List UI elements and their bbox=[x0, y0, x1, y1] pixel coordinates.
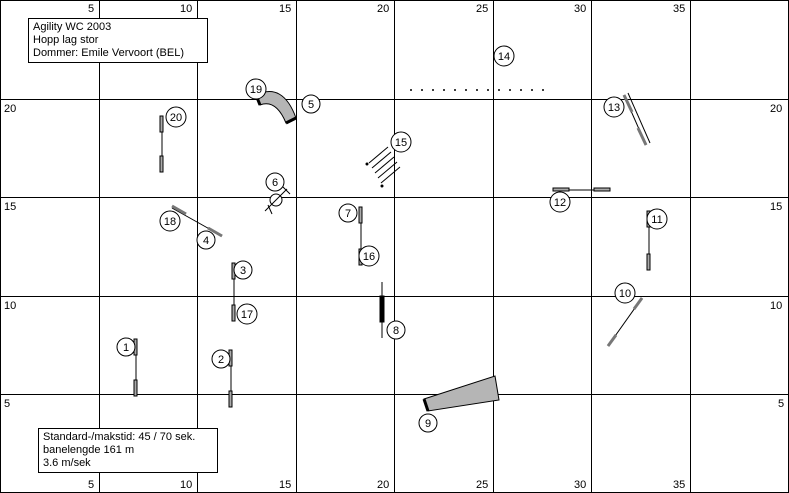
tick-top: 5 bbox=[88, 3, 94, 15]
tick-left: 10 bbox=[4, 300, 16, 312]
svg-text:5: 5 bbox=[308, 99, 314, 111]
tick-top: 25 bbox=[476, 3, 488, 15]
svg-text:20: 20 bbox=[170, 112, 182, 124]
svg-text:8: 8 bbox=[393, 325, 399, 337]
svg-text:9: 9 bbox=[425, 418, 431, 430]
course-speed: 3.6 m/sek bbox=[43, 457, 91, 469]
tick-top: 30 bbox=[574, 3, 586, 15]
marker-20: 20 bbox=[165, 106, 187, 128]
axis-right: 20 15 10 5 bbox=[770, 103, 784, 410]
svg-text:3: 3 bbox=[240, 265, 246, 277]
svg-text:12: 12 bbox=[554, 197, 566, 209]
wall-obstacle bbox=[379, 282, 385, 338]
tick-bottom: 15 bbox=[279, 479, 291, 491]
marker-15: 15 bbox=[390, 131, 412, 153]
marker-6: 6 bbox=[265, 172, 285, 192]
marker-9: 9 bbox=[418, 413, 438, 433]
marker-13: 13 bbox=[603, 96, 625, 118]
svg-text:14: 14 bbox=[498, 51, 510, 63]
svg-text:7: 7 bbox=[345, 208, 351, 220]
tick-bottom: 10 bbox=[180, 479, 192, 491]
svg-text:6: 6 bbox=[272, 177, 278, 189]
tick-left: 20 bbox=[4, 103, 16, 115]
tick-left: 5 bbox=[4, 398, 10, 410]
marker-7: 7 bbox=[338, 203, 358, 223]
dotted-line bbox=[410, 89, 544, 91]
marker-12: 12 bbox=[549, 191, 571, 213]
axis-top: 5 10 15 20 25 30 35 bbox=[88, 3, 685, 15]
svg-text:19: 19 bbox=[250, 84, 262, 96]
marker-18: 18 bbox=[159, 210, 181, 232]
tick-bottom: 35 bbox=[673, 479, 685, 491]
svg-text:4: 4 bbox=[203, 235, 209, 247]
jump-obstacle bbox=[552, 187, 611, 192]
jump-obstacle bbox=[228, 349, 233, 408]
marker-16: 16 bbox=[358, 245, 380, 267]
event-name: Agility WC 2003 bbox=[33, 21, 112, 33]
marker-5: 5 bbox=[301, 94, 321, 114]
marker-4: 4 bbox=[196, 230, 216, 250]
tick-bottom: 30 bbox=[574, 479, 586, 491]
tick-right: 5 bbox=[778, 398, 784, 410]
svg-text:17: 17 bbox=[241, 309, 253, 321]
axis-bottom: 5 10 15 20 25 30 35 bbox=[88, 479, 685, 491]
tick-right: 10 bbox=[770, 300, 782, 312]
svg-text:10: 10 bbox=[619, 288, 631, 300]
course-title-box: Agility WC 2003 Hopp lag stor Dommer: Em… bbox=[28, 18, 208, 63]
svg-text:16: 16 bbox=[363, 251, 375, 263]
svg-text:2: 2 bbox=[218, 354, 224, 366]
svg-text:15: 15 bbox=[395, 137, 407, 149]
tick-right: 15 bbox=[770, 201, 782, 213]
marker-17: 17 bbox=[236, 303, 258, 325]
jump-obstacle bbox=[159, 115, 164, 173]
marker-8: 8 bbox=[386, 320, 406, 340]
tick-bottom: 5 bbox=[88, 479, 94, 491]
long-jump-obstacle bbox=[365, 146, 401, 188]
marker-11: 11 bbox=[646, 208, 668, 230]
tick-bottom: 20 bbox=[377, 479, 389, 491]
standard-time: Standard-/makstid: 45 / 70 sek. bbox=[43, 431, 196, 443]
tick-top: 20 bbox=[377, 3, 389, 15]
class-name: Hopp lag stor bbox=[33, 34, 99, 46]
svg-text:18: 18 bbox=[164, 216, 176, 228]
tick-top: 35 bbox=[673, 3, 685, 15]
tick-bottom: 25 bbox=[476, 479, 488, 491]
svg-text:1: 1 bbox=[123, 342, 129, 354]
marker-1: 1 bbox=[116, 337, 136, 357]
tick-left: 15 bbox=[4, 201, 16, 213]
marker-2: 2 bbox=[211, 349, 231, 369]
svg-text:11: 11 bbox=[651, 214, 662, 226]
jump-obstacle bbox=[606, 297, 644, 347]
double-jump-obstacle bbox=[622, 92, 651, 146]
marker-10: 10 bbox=[614, 282, 636, 304]
svg-text:13: 13 bbox=[608, 102, 620, 114]
tunnel-obstacle bbox=[422, 375, 500, 412]
tick-top: 10 bbox=[180, 3, 192, 15]
tick-right: 20 bbox=[770, 103, 782, 115]
course-info-box: Standard-/makstid: 45 / 70 sek. baneleng… bbox=[38, 428, 218, 473]
marker-3: 3 bbox=[233, 260, 253, 280]
marker-14: 14 bbox=[493, 45, 515, 67]
tick-top: 15 bbox=[279, 3, 291, 15]
course-length: banelengde 161 m bbox=[43, 444, 135, 456]
tire-obstacle bbox=[264, 185, 291, 215]
axis-left: 20 15 10 5 bbox=[4, 103, 16, 410]
obstacle-markers: 1 2 3 4 5 6 7 8 9 10 11 12 13 14 15 16 1… bbox=[116, 45, 668, 433]
jump-obstacle bbox=[171, 204, 223, 238]
judge-name: Dommer: Emile Vervoort (BEL) bbox=[33, 47, 184, 59]
marker-19: 19 bbox=[245, 78, 267, 100]
